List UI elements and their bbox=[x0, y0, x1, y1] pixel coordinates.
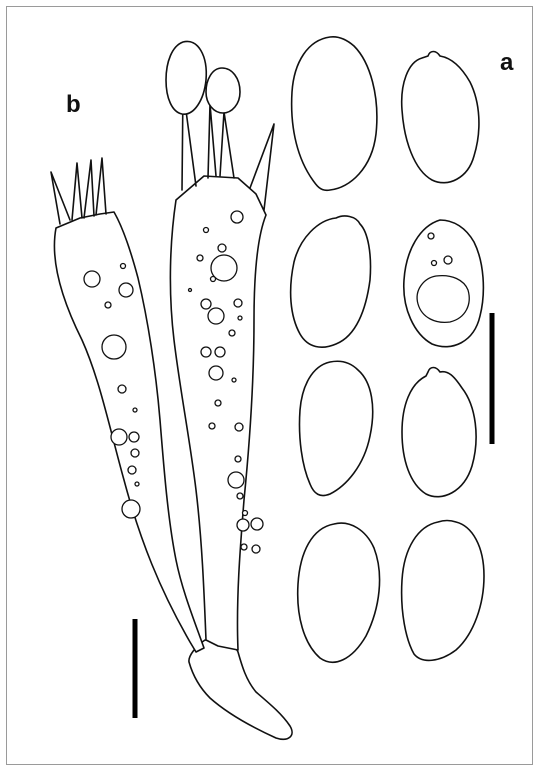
spore-1 bbox=[292, 37, 377, 191]
attached-spore-2 bbox=[206, 68, 240, 113]
panel-label-a: a bbox=[500, 49, 514, 76]
panel-label-b: b bbox=[66, 91, 81, 118]
